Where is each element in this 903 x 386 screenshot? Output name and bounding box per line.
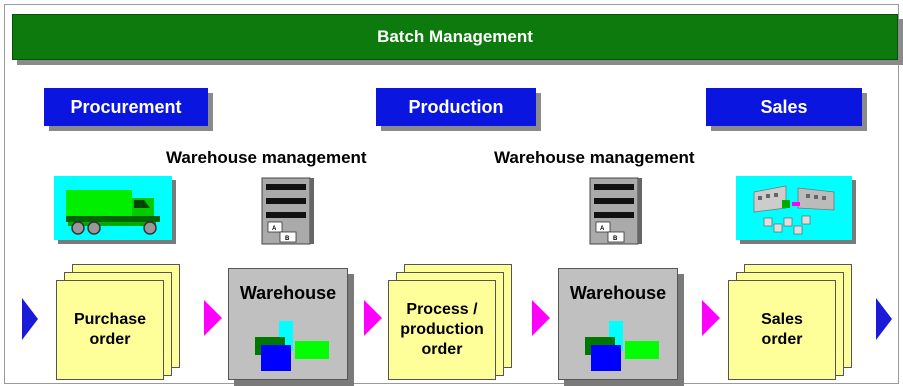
warehouse-card-right: Warehouse [558,268,678,380]
sales-order-line-2: order [761,331,803,348]
shelf-icon-left: A B [258,176,318,255]
factory-icon [736,176,858,251]
shelf-label-b: B [613,236,618,242]
purchase-order-stack: Purchase order [56,264,188,380]
warehouse-management-label-right: Warehouse management [494,148,695,167]
stage-procurement: Procurement [44,88,208,126]
arrow-icon-start [22,298,38,340]
diagram-frame [4,4,899,384]
shelf-icon-right: A B [586,176,646,255]
arrow-icon-2 [364,300,382,336]
process-order-line-2: production [400,321,484,338]
arrow-icon-4 [702,300,720,336]
stage-sales: Sales [706,88,862,126]
truck-icon [54,176,178,251]
warehouse-title-right: Warehouse [569,283,667,303]
warehouse-management-label-left: Warehouse management [166,148,367,167]
process-order-line-3: order [421,341,463,358]
warehouse-card-left: Warehouse [228,268,348,380]
process-order-line-1: Process / [406,301,478,318]
banner-title: Batch Management [12,14,898,60]
purchase-order-line-2: order [89,331,131,348]
shelf-label-a: A [272,226,277,232]
arrow-icon-end [876,298,892,340]
sales-order-stack: Sales order [728,264,860,380]
sales-order-line-1: Sales [761,311,803,328]
process-order-card: Process / production order [388,280,496,380]
arrow-icon-3 [532,300,550,336]
arrow-icon-1 [204,300,222,336]
process-order-stack: Process / production order [388,264,520,380]
blocks-icon-right [585,321,659,371]
stage-production: Production [376,88,536,126]
sales-order-card: Sales order [728,280,836,380]
shelf-label-a: A [600,226,605,232]
purchase-order-card: Purchase order [56,280,164,380]
warehouse-title-left: Warehouse [239,283,337,303]
shelf-label-b: B [285,236,290,242]
blocks-icon-left [255,321,329,371]
purchase-order-line-1: Purchase [73,311,147,328]
